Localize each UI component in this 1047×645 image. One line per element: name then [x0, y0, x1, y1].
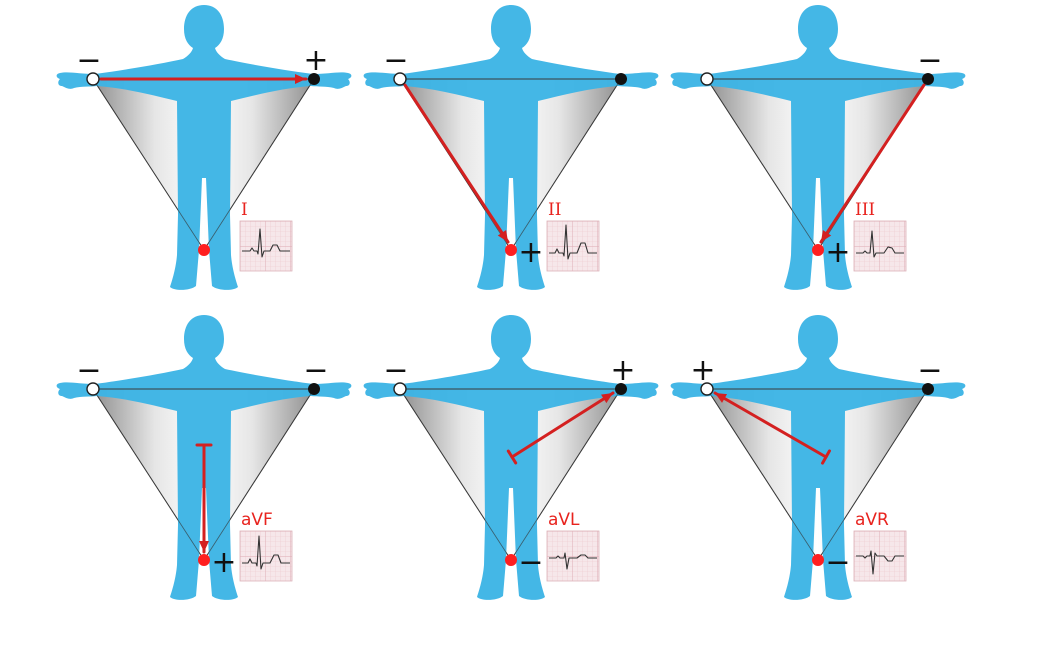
- ecg-grid-paper: [239, 530, 293, 582]
- left-leg-electrode: [812, 244, 824, 256]
- triangle-left-edge: [399, 388, 512, 561]
- body-silhouette: [670, 5, 966, 290]
- body-silhouette: [56, 5, 352, 290]
- triangle-right-edge: [510, 388, 622, 561]
- left-leg-electrode: [505, 554, 517, 566]
- ecg-grid-paper: [239, 220, 293, 272]
- left-arm-electrode: [308, 383, 320, 395]
- arrowhead-icon: [601, 393, 613, 404]
- right-arm-electrode: [86, 72, 100, 86]
- triangle-right-edge: [203, 78, 315, 251]
- lead-label: aVR: [855, 510, 889, 530]
- left-leg-polarity-sign: +: [825, 235, 850, 270]
- right-arm-polarity-sign: +: [690, 353, 715, 388]
- ecg-trace: [856, 550, 904, 575]
- ecg-waveform-thumbnail: [546, 220, 600, 272]
- lead-vector-line: [713, 391, 828, 459]
- left-arm-electrode: [922, 73, 934, 85]
- right-arm-electrode: [700, 72, 714, 86]
- ecg-grid-paper: [546, 220, 600, 272]
- ecg-trace: [549, 224, 597, 260]
- left-leg-electrode: [198, 244, 210, 256]
- arrowhead-icon: [295, 74, 306, 84]
- lead-panel-i: − + I: [56, 5, 352, 290]
- left-leg-polarity-sign: +: [211, 545, 236, 580]
- left-leg-electrode: [198, 554, 210, 566]
- right-arm-polarity-sign: −: [76, 353, 101, 388]
- triangle-left-edge: [92, 78, 205, 251]
- lead-vector-line: [510, 391, 615, 459]
- left-arm-polarity-sign: −: [917, 353, 942, 388]
- left-leg-electrode: [505, 244, 517, 256]
- left-leg-polarity-sign: −: [518, 545, 543, 580]
- lead-label: aVL: [548, 510, 580, 530]
- body-silhouette: [670, 315, 966, 600]
- right-arm-electrode: [700, 382, 714, 396]
- triangle-left-edge: [706, 78, 819, 251]
- triangle-left-edge: [706, 388, 819, 561]
- ecg-waveform-thumbnail: [239, 530, 293, 582]
- augmented-origin-bar: [821, 449, 831, 465]
- ecg-trace: [856, 230, 904, 258]
- lead-vector-line: [819, 83, 926, 244]
- arrowhead-icon: [821, 230, 832, 242]
- ecg-grid-paper: [853, 220, 907, 272]
- body-silhouette: [363, 5, 659, 290]
- left-arm-polarity-sign: −: [917, 43, 942, 78]
- lead-vector-line: [403, 83, 510, 244]
- lead-label: II: [548, 200, 561, 220]
- arrowhead-icon: [199, 541, 209, 552]
- left-arm-polarity-sign: −: [303, 353, 328, 388]
- left-arm-electrode: [615, 73, 627, 85]
- ecg-trace: [242, 535, 290, 570]
- right-arm-polarity-sign: −: [383, 353, 408, 388]
- arrowhead-icon: [497, 230, 508, 242]
- left-leg-electrode: [812, 554, 824, 566]
- triangle-right-edge: [203, 388, 315, 561]
- ecg-waveform-thumbnail: [546, 530, 600, 582]
- augmented-origin-bar: [506, 449, 518, 465]
- right-arm-polarity-sign: −: [76, 43, 101, 78]
- triangle-left-edge: [92, 388, 205, 561]
- right-arm-polarity-sign: −: [383, 43, 408, 78]
- triangle-right-edge: [817, 388, 929, 561]
- lead-label: I: [241, 200, 248, 220]
- lead-label: aVF: [241, 510, 273, 530]
- ecg-trace: [549, 552, 597, 570]
- right-arm-electrode: [86, 382, 100, 396]
- left-arm-polarity-sign: +: [610, 353, 635, 388]
- left-arm-electrode: [308, 73, 320, 85]
- lead-panel-avl: −+−aVL: [363, 315, 659, 600]
- right-arm-electrode: [393, 72, 407, 86]
- arrowhead-icon: [715, 393, 728, 403]
- ecg-waveform-thumbnail: [239, 220, 293, 272]
- left-arm-electrode: [922, 383, 934, 395]
- lead-label: III: [855, 200, 875, 220]
- left-leg-polarity-sign: −: [825, 545, 850, 580]
- ecg-trace: [242, 228, 290, 258]
- lead-panel-avr: +−−aVR: [670, 315, 966, 600]
- lead-panel-ii: − +II: [363, 5, 659, 290]
- lead-panel-iii: − +III: [670, 5, 966, 290]
- left-arm-electrode: [615, 383, 627, 395]
- left-leg-polarity-sign: +: [518, 235, 543, 270]
- ecg-waveform-thumbnail: [853, 220, 907, 272]
- lead-panel-avf: − − +aVF: [56, 315, 352, 600]
- ecg-waveform-thumbnail: [853, 530, 907, 582]
- left-arm-polarity-sign: +: [303, 43, 328, 78]
- ecg-grid-paper: [546, 530, 600, 582]
- triangle-right-edge: [510, 78, 622, 251]
- right-arm-electrode: [393, 382, 407, 396]
